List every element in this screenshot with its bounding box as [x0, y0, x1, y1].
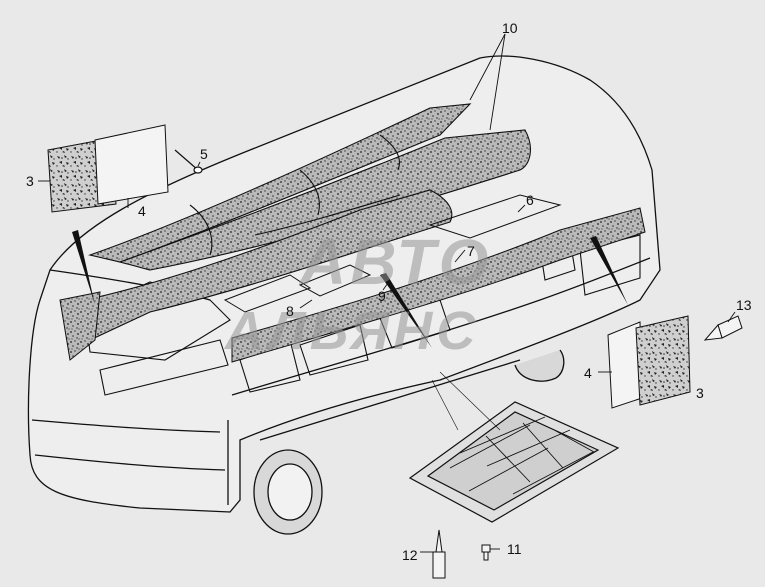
watermark-line-2: АЛЬЯНС	[225, 301, 480, 361]
side-wall-insulation	[59, 207, 646, 363]
callout-10: 10	[502, 20, 518, 36]
callout-9: 9	[378, 288, 386, 304]
insulation-pad-left	[47, 124, 169, 213]
pointer-wedges	[72, 230, 628, 348]
part-6-frame	[223, 194, 562, 313]
callout-6: 6	[526, 192, 534, 208]
callout-4-left: 4	[138, 203, 146, 219]
callout-4-right: 4	[584, 365, 592, 381]
callout-3-right: 3	[696, 385, 704, 401]
callout-7: 7	[467, 243, 475, 259]
watermark-line-1: АВТО	[300, 226, 493, 298]
floor-panel	[408, 371, 620, 523]
callout-8: 8	[286, 303, 294, 319]
callout-3-left: 3	[26, 173, 34, 189]
front-wheel	[253, 449, 323, 535]
sealant-tube-12	[432, 529, 446, 579]
rear-wheel	[514, 349, 565, 382]
callout-12: 12	[402, 547, 418, 563]
insulation-pad-right	[607, 315, 691, 409]
sealant-tube-13	[703, 315, 743, 341]
leader-lines	[38, 33, 736, 553]
roof-insulation	[84, 103, 531, 341]
fastener-5	[174, 149, 203, 174]
bolt-11	[481, 544, 491, 561]
callout-11: 11	[507, 541, 522, 557]
callout-5: 5	[200, 146, 208, 162]
callout-13: 13	[736, 297, 752, 313]
